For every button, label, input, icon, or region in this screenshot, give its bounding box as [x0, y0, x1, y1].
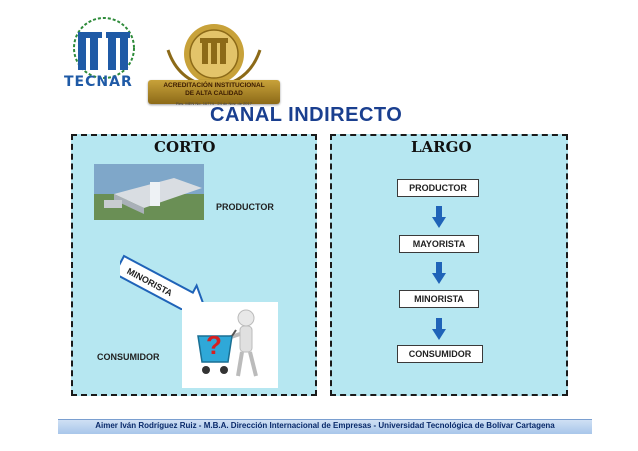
down-arrow-icon: [432, 318, 446, 340]
accreditation-line2: DE ALTA CALIDAD: [185, 90, 243, 97]
chain-box-mayorista: MAYORISTA: [399, 235, 479, 253]
accreditation-resolution: Res. MEN No. 16774 · 24 de Nov. de 2017: [176, 101, 252, 106]
productor-label: PRODUCTOR: [216, 202, 274, 212]
shopping-cart-figure: ?: [182, 302, 278, 388]
footer-bar: Aimer Iván Rodríguez Ruiz - M.B.A. Direc…: [58, 419, 592, 434]
chain-box-productor: PRODUCTOR: [397, 179, 479, 197]
footer-text: Aimer Iván Rodríguez Ruiz - M.B.A. Direc…: [95, 421, 555, 430]
chain-box-consumidor: CONSUMIDOR: [397, 345, 483, 363]
largo-heading: LARGO: [411, 138, 472, 156]
brand-name: TECNAR: [64, 74, 133, 90]
consumidor-label: CONSUMIDOR: [97, 352, 160, 362]
factory-image: [94, 164, 204, 220]
tecnar-logo: [73, 17, 135, 79]
chain-box-minorista: MINORISTA: [399, 290, 479, 308]
accreditation-banner: ACREDITACIÓN INSTITUCIONAL DE ALTA CALID…: [148, 80, 280, 104]
slide-title: CANAL INDIRECTO: [210, 104, 403, 126]
minorista-arrow: MINORISTA: [120, 254, 208, 310]
question-mark-icon: ?: [206, 330, 222, 360]
accreditation-seal-icon: [166, 24, 262, 88]
down-arrow-icon: [432, 206, 446, 228]
accreditation-line1: ACREDITACIÓN INSTITUCIONAL: [163, 82, 265, 89]
corto-heading: CORTO: [154, 138, 216, 156]
down-arrow-icon: [432, 262, 446, 284]
